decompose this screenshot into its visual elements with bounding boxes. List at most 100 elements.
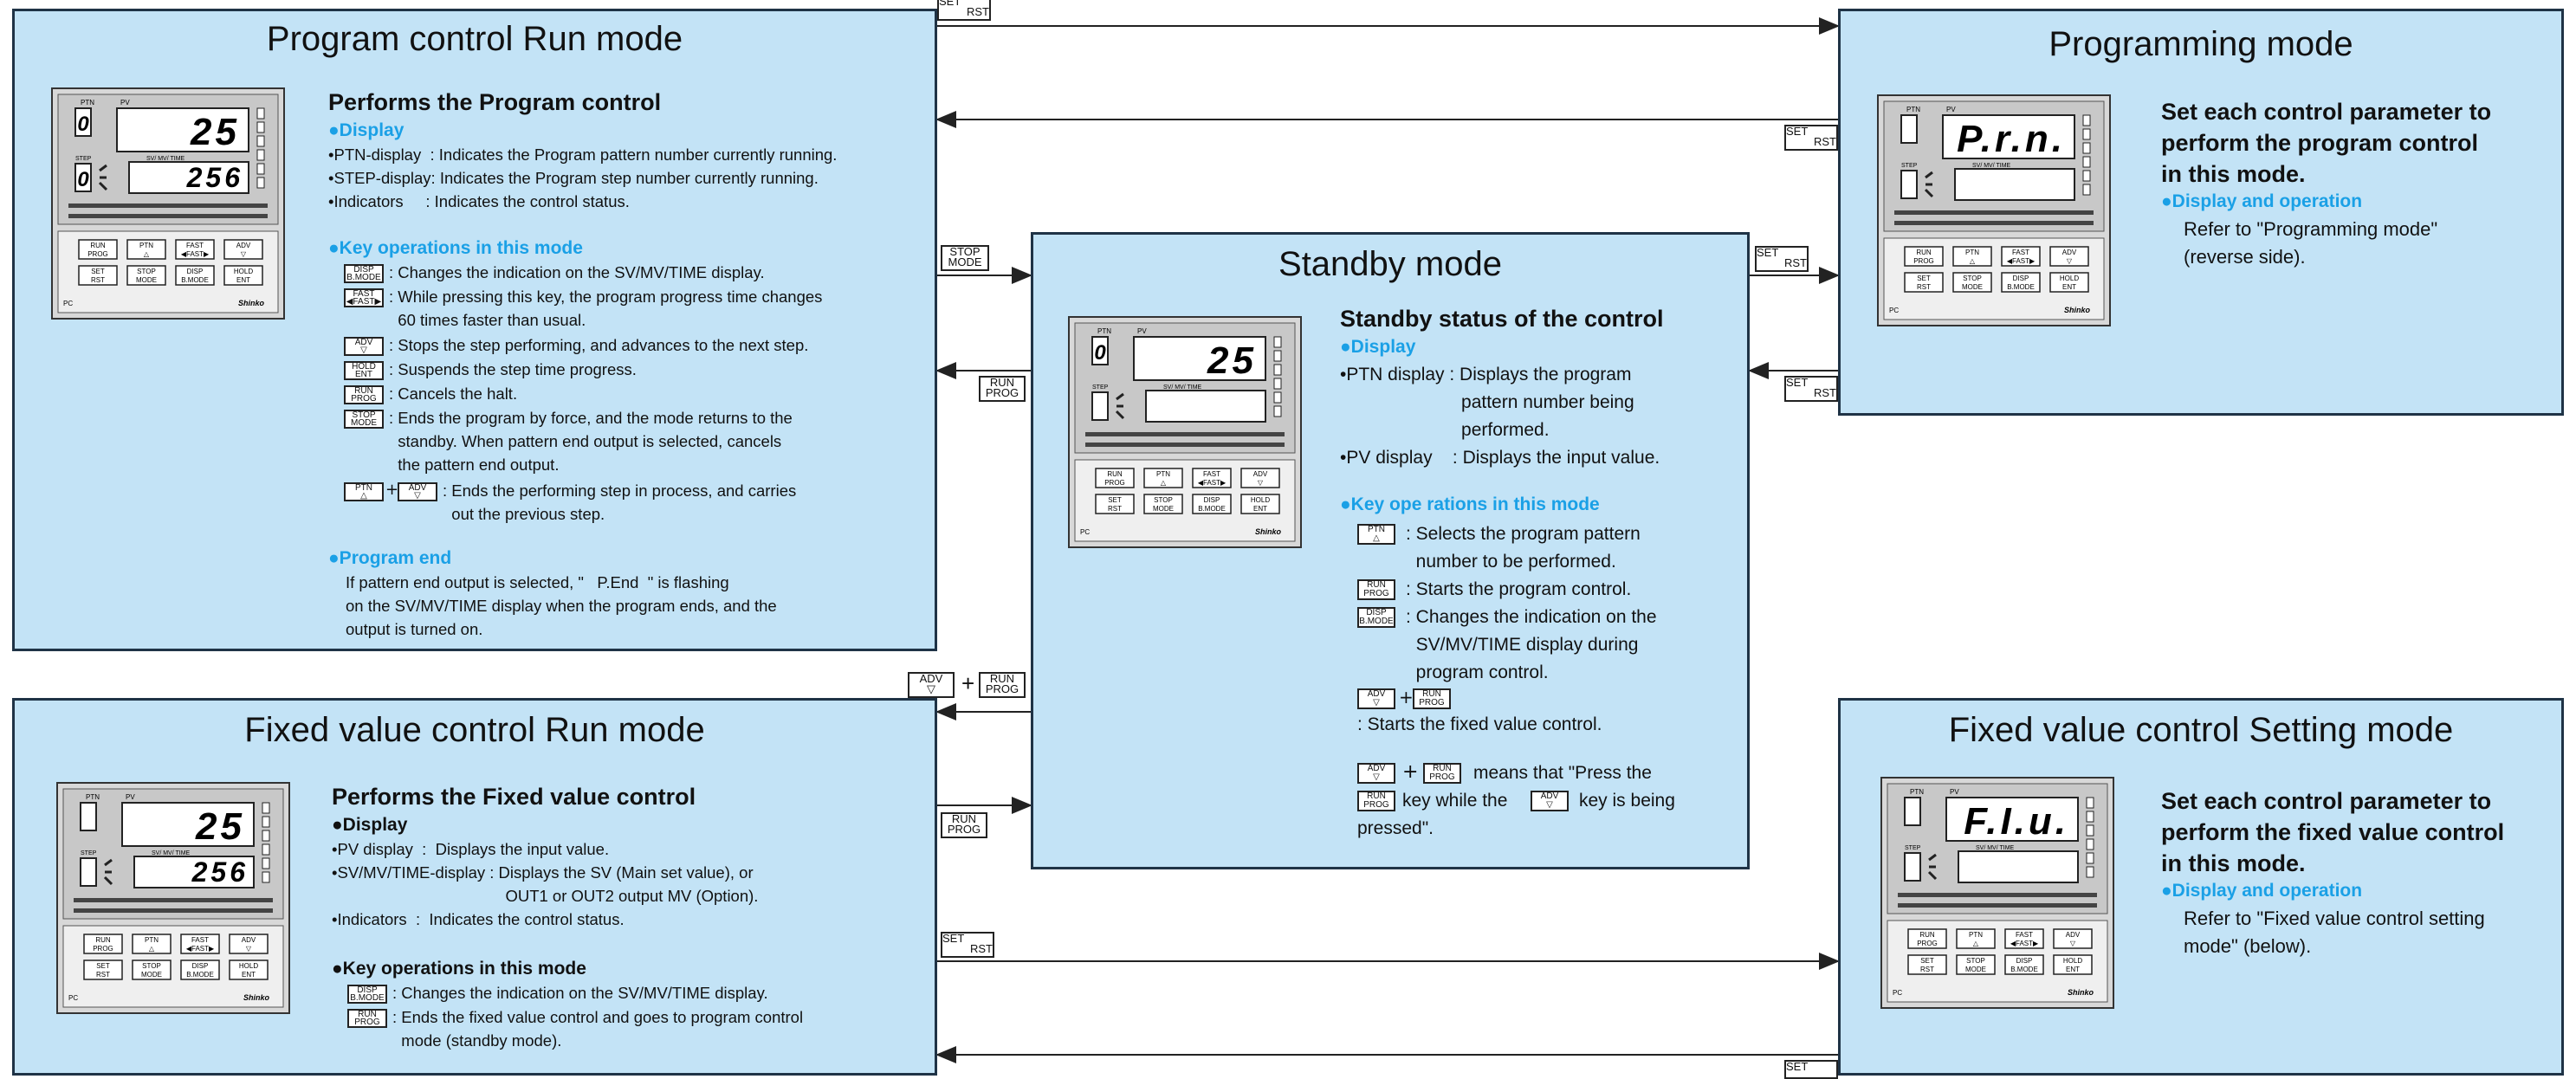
display-operation-label: ●Display and operation bbox=[2161, 191, 2363, 211]
ptn-label: PTN bbox=[1906, 106, 1920, 113]
device-key-bot: ENT bbox=[1253, 505, 1267, 513]
status-lamp bbox=[2082, 128, 2091, 140]
key-top: SET bbox=[942, 932, 965, 945]
device-key bbox=[83, 959, 123, 980]
key-top: RUN bbox=[989, 672, 1015, 685]
step-label: STEP bbox=[1901, 163, 1918, 169]
key-top: DISP bbox=[353, 265, 374, 275]
means-text: key is being bbox=[1579, 791, 1675, 811]
key-bot: MODE bbox=[351, 418, 377, 428]
key-top: ADV bbox=[354, 338, 373, 347]
status-lamp bbox=[262, 830, 270, 842]
status-lamp bbox=[1273, 336, 1282, 348]
indicator bbox=[1927, 870, 1938, 881]
key-adv: ADV▽ bbox=[908, 672, 955, 698]
indicator bbox=[104, 858, 113, 867]
indicator bbox=[1928, 853, 1937, 862]
key-adv: ADV▽ bbox=[1357, 688, 1395, 709]
pv-display bbox=[116, 107, 249, 152]
panel-heading: Performs the Program control bbox=[328, 89, 662, 115]
device-key-bot: ◀FAST▶ bbox=[186, 945, 215, 953]
status-lamp bbox=[2082, 184, 2091, 196]
device-key-bot: B.MODE bbox=[2007, 283, 2035, 291]
device-key-bot: △ bbox=[1161, 479, 1167, 487]
key-top: HOLD bbox=[352, 362, 376, 372]
key-bot: ▽ bbox=[360, 346, 367, 355]
key-op-text: : Starts the program control. bbox=[1406, 579, 1632, 599]
key-bot: RST bbox=[967, 5, 989, 18]
step-value: 0 bbox=[77, 168, 89, 191]
status-lamp bbox=[2082, 156, 2091, 168]
key-bot: PROG bbox=[354, 1018, 380, 1027]
device-key-bot: PROG bbox=[1913, 257, 1934, 265]
status-lamp bbox=[2086, 852, 2094, 864]
device-key-bot: MODE bbox=[136, 276, 157, 284]
key-ptn: PTN△ bbox=[344, 482, 384, 501]
panel-body: Refer to "Fixed value control setting mo… bbox=[2184, 908, 2485, 957]
device-key bbox=[1952, 246, 1992, 267]
key-top: RUN bbox=[1367, 580, 1386, 590]
key-op-text: : Ends the program by force, and the mod… bbox=[389, 409, 793, 474]
ptn-display bbox=[1091, 336, 1109, 365]
device-key-top: ADV bbox=[2062, 249, 2077, 256]
key-bot: △ bbox=[360, 491, 367, 501]
means-text: means that "Press the bbox=[1473, 763, 1652, 783]
means-text: key while the bbox=[1402, 791, 1508, 811]
device-key-top: DISP bbox=[192, 962, 209, 970]
brand-logo: Shinko bbox=[238, 299, 265, 307]
device-key bbox=[1956, 954, 1996, 975]
pv-value: 25 bbox=[195, 805, 245, 848]
key-bot: RST bbox=[1784, 256, 1807, 269]
device-key bbox=[1907, 928, 1947, 949]
key-bot: ▽ bbox=[927, 682, 935, 695]
device-key-top: HOLD bbox=[234, 268, 253, 275]
device-key bbox=[1095, 494, 1135, 514]
device-key-bot: ENT bbox=[2062, 283, 2076, 291]
key-op-text: : Ends the fixed value control and goes … bbox=[392, 1008, 804, 1050]
indicator-bar bbox=[74, 898, 273, 902]
device-key bbox=[1143, 494, 1183, 514]
indicator-bar bbox=[68, 214, 268, 218]
device-key-top: FAST bbox=[186, 242, 204, 249]
key-top: SET bbox=[1786, 1060, 1809, 1073]
key-bot: PROG bbox=[985, 682, 1019, 695]
key-top: RUN bbox=[354, 386, 373, 396]
key-ptn: PTN△ bbox=[1357, 524, 1395, 545]
device-key-top: PTN bbox=[1969, 931, 1983, 939]
device-key-top: HOLD bbox=[2060, 275, 2079, 282]
device-key-top: RUN bbox=[1107, 470, 1123, 478]
pc-label: PC bbox=[1080, 528, 1090, 536]
panel-heading: Standby status of the control bbox=[1340, 306, 1664, 332]
pc-label: PC bbox=[63, 300, 73, 307]
status-lamp bbox=[256, 149, 265, 161]
key-operations-label: ●Key operations in this mode bbox=[332, 959, 586, 979]
device-key bbox=[132, 934, 172, 954]
device-key bbox=[1095, 468, 1135, 488]
device-key-bot: ▽ bbox=[246, 945, 252, 953]
key-top: RUN bbox=[358, 1010, 377, 1019]
status-lamp bbox=[262, 802, 270, 814]
key-bot: B.MODE bbox=[350, 993, 385, 1003]
device-key-top: RUN bbox=[1916, 249, 1932, 256]
status-lamp bbox=[256, 177, 265, 189]
device-key-top: RUN bbox=[95, 936, 111, 944]
key-operations-label: ●Key operations in this mode bbox=[328, 238, 583, 258]
key-op-text: : Starts the fixed value control. bbox=[1357, 714, 1602, 734]
device-key bbox=[1904, 272, 1944, 293]
key-top: STOP bbox=[949, 245, 981, 258]
